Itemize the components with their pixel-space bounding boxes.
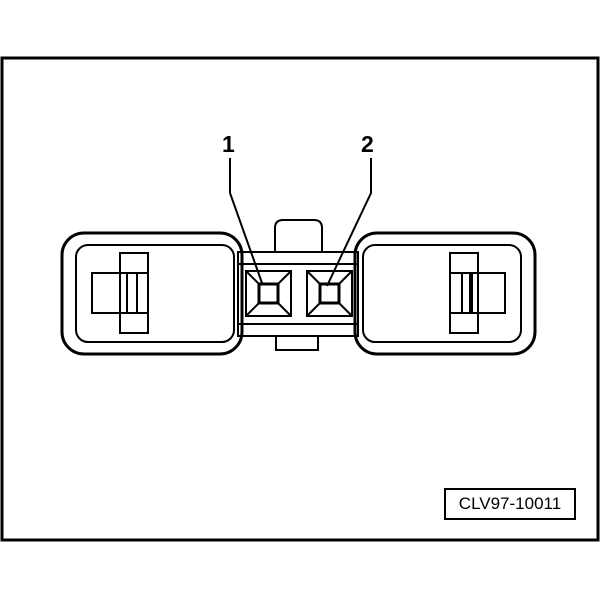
connector-center-body	[237, 251, 359, 337]
connector-top-tab	[274, 219, 323, 252]
terminal-2	[306, 270, 353, 317]
callout-1-label: 1	[222, 131, 235, 157]
figure-code-label: CLV97-10011	[444, 488, 576, 520]
figure-code-text: CLV97-10011	[458, 494, 562, 513]
callout-2-label: 2	[361, 131, 374, 157]
right-housing-outer	[353, 231, 537, 356]
left-housing-outer	[60, 231, 244, 356]
callout-2-leader	[326, 158, 372, 287]
left-housing-inner	[75, 244, 235, 343]
callout-1-leader	[229, 158, 263, 284]
right-latch	[449, 252, 506, 334]
diagram-border	[0, 56, 600, 542]
connector-bottom-tab	[275, 336, 319, 351]
right-housing-inner	[362, 244, 522, 343]
left-latch	[91, 252, 149, 334]
terminal-1	[245, 270, 292, 317]
